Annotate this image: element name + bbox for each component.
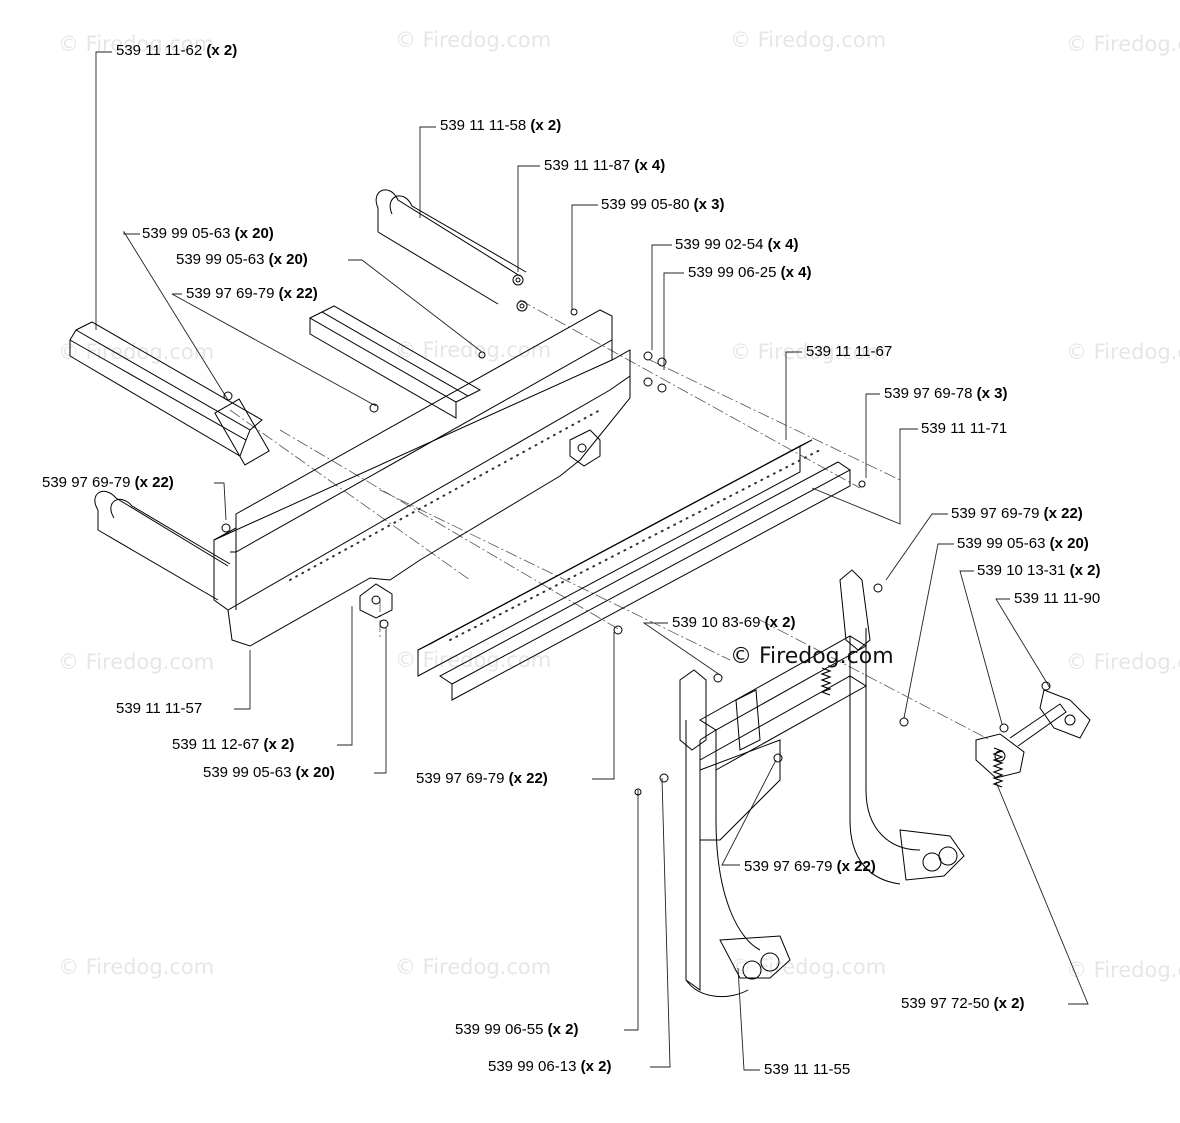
assembly-center-lines [229,299,991,741]
part-label: 539 11 11-55 [764,1061,851,1078]
part-label: 539 11 11-71 [921,420,1008,437]
top-link-bracket [975,689,1091,779]
watermark: © Firedog.com [395,648,552,672]
part-label: 539 11 11-87 (x 4) [544,157,666,174]
part-label: 539 99 05-63 (x 20) [203,764,335,781]
watermark: © Firedog.com [730,955,887,979]
tine-bar-back-center [308,305,482,419]
part-label: 539 10 83-69 (x 2) [672,614,796,631]
angle-bar-long [417,439,851,701]
part-label: 539 11 11-62 (x 2) [116,42,238,59]
watermark: © Firedog.com [58,32,215,56]
watermark: © Firedog.com [395,955,552,979]
main-frame-plate [213,309,631,647]
watermark: © Firedog.com [395,28,552,52]
part-label: 539 97 69-79 (x 22) [186,285,318,302]
part-label: 539 99 05-63 (x 20) [957,535,1089,552]
part-label: 539 99 05-63 (x 20) [142,225,274,242]
hitch-frame [679,569,965,998]
watermark: © Firedog.com [395,338,552,362]
part-label: 539 99 06-55 (x 2) [455,1021,579,1038]
leader-lines [95,51,1089,1071]
watermark: © Firedog.com [730,28,887,52]
fasteners [221,274,1051,796]
part-label: 539 99 05-63 (x 20) [176,251,308,268]
part-label: 539 11 11-90 [1014,590,1101,607]
part-label: 539 10 13-31 (x 2) [977,562,1101,579]
part-label: 539 11 11-58 (x 2) [440,117,562,134]
part-label: 539 99 06-25 (x 4) [688,264,812,281]
part-label: 539 99 02-54 (x 4) [675,236,799,253]
watermark: © Firedog.com [58,955,215,979]
watermark: © Firedog.com [1066,340,1180,364]
springs [820,667,1004,788]
watermark-main: © Firedog.com [730,644,894,669]
watermark: © Firedog.com [1066,958,1180,982]
part-label: 539 97 69-78 (x 3) [884,385,1008,402]
watermark: © Firedog.com [58,340,215,364]
part-label: 539 99 05-80 (x 3) [601,196,725,213]
part-label: 539 99 06-13 (x 2) [488,1058,612,1075]
part-label: 539 97 69-79 (x 22) [951,505,1083,522]
part-label: 539 97 69-79 (x 22) [744,858,876,875]
part-label: 539 97 69-79 (x 22) [416,770,548,787]
u-bar-bottom [94,490,231,601]
part-label: 539 97 69-79 (x 22) [42,474,174,491]
tine-bar-back-left [69,321,270,466]
watermark: © Firedog.com [58,650,215,674]
u-bar-top [375,189,527,305]
watermark: © Firedog.com [1066,32,1180,56]
part-label: 539 11 12-67 (x 2) [172,736,295,753]
watermark: © Firedog.com [1066,650,1180,674]
hole-rows [289,409,821,641]
part-label: 539 97 72-50 (x 2) [901,995,1025,1012]
watermark: © Firedog.com [730,340,887,364]
mount-bracket-left [359,429,601,619]
part-label: 539 11 11-57 [116,700,203,717]
part-label: 539 11 11-67 [806,343,893,360]
